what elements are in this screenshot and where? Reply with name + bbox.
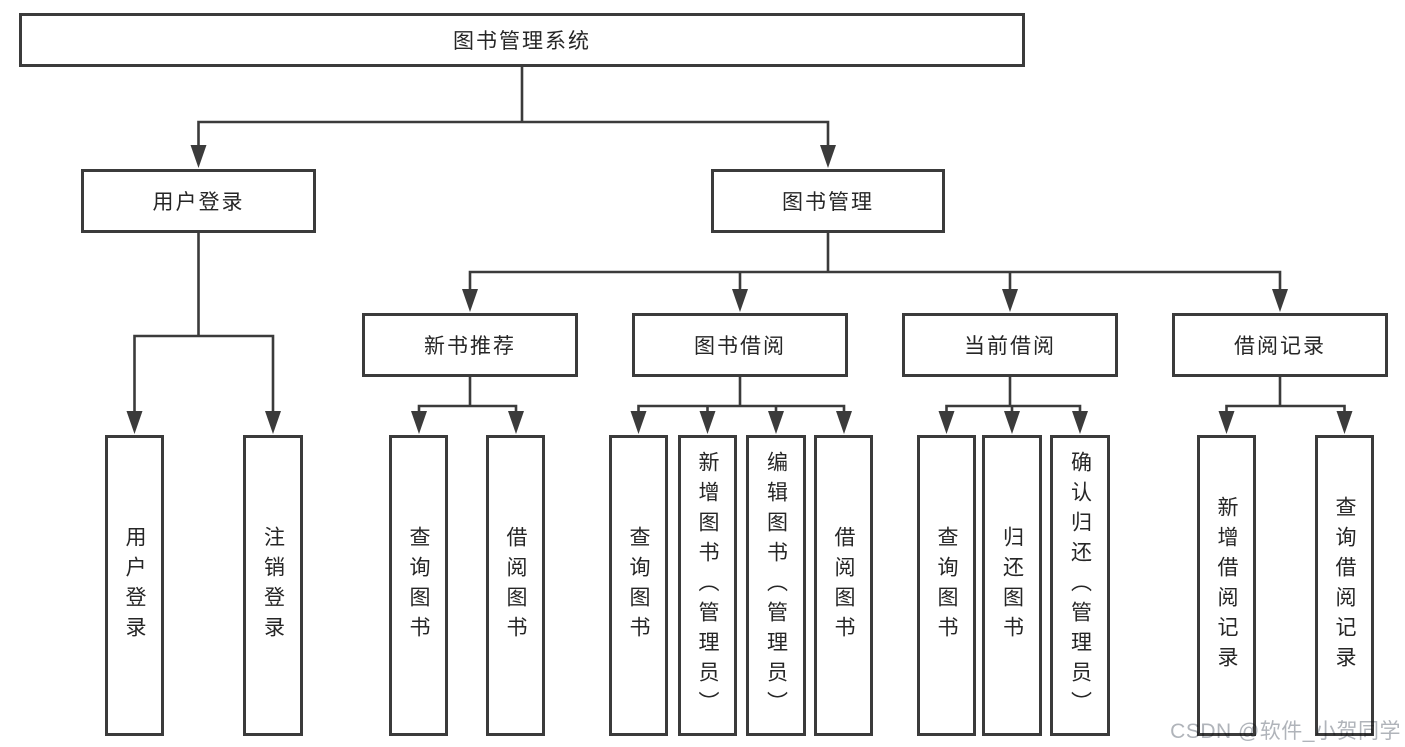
- node-label: 借阅图书: [832, 525, 855, 646]
- node-root: 图书管理系统: [19, 13, 1025, 67]
- node-label: 用户登录: [123, 525, 146, 646]
- node-leaf-borrow-books-1: 借阅图书: [486, 435, 545, 736]
- node-book-borrow: 图书借阅: [632, 313, 848, 377]
- node-label: 归还图书: [1000, 525, 1024, 646]
- node-borrow-records: 借阅记录: [1172, 313, 1388, 377]
- node-label: 确认归还（管理员）: [1068, 450, 1092, 721]
- node-label: 借阅图书: [504, 525, 527, 646]
- node-label: 新书推荐: [424, 335, 516, 358]
- node-label: 新增借阅记录: [1215, 495, 1238, 676]
- node-leaf-logout: 注销登录: [243, 435, 303, 736]
- node-user-login: 用户登录: [81, 169, 316, 233]
- node-leaf-return-book: 归还图书: [982, 435, 1042, 736]
- node-label: 编辑图书（管理员）: [764, 450, 788, 721]
- node-label: 用户登录: [152, 191, 245, 214]
- node-new-book-recommend: 新书推荐: [362, 313, 578, 377]
- node-label: 查询图书: [627, 525, 650, 646]
- node-label: 借阅记录: [1234, 335, 1326, 358]
- node-leaf-query-books-3: 查询图书: [917, 435, 976, 736]
- node-label: 当前借阅: [964, 335, 1056, 358]
- node-label: 图书借阅: [694, 335, 786, 358]
- node-label: 新增图书（管理员）: [696, 450, 719, 721]
- node-label: 图书管理: [782, 191, 874, 214]
- node-leaf-add-borrow-record: 新增借阅记录: [1197, 435, 1256, 736]
- node-label: 查询图书: [935, 525, 958, 646]
- node-label: 查询图书: [407, 525, 430, 646]
- node-leaf-user-login: 用户登录: [105, 435, 164, 736]
- arrowheads: [126, 145, 1353, 434]
- node-leaf-query-books-1: 查询图书: [389, 435, 448, 736]
- node-label: 注销登录: [261, 525, 285, 646]
- node-current-borrow: 当前借阅: [902, 313, 1118, 377]
- node-label: 查询借阅记录: [1333, 495, 1356, 676]
- node-leaf-confirm-return-admin: 确认归还（管理员）: [1050, 435, 1110, 736]
- node-leaf-edit-book-admin: 编辑图书（管理员）: [746, 435, 806, 736]
- node-book-management: 图书管理: [711, 169, 945, 233]
- node-leaf-query-books-2: 查询图书: [609, 435, 668, 736]
- node-leaf-query-borrow-record: 查询借阅记录: [1315, 435, 1374, 736]
- watermark-text: CSDN @软件_小贺同学: [1170, 720, 1401, 743]
- node-leaf-add-book-admin: 新增图书（管理员）: [678, 435, 737, 736]
- node-leaf-borrow-books-2: 借阅图书: [814, 435, 873, 736]
- node-root-label: 图书管理系统: [453, 30, 591, 53]
